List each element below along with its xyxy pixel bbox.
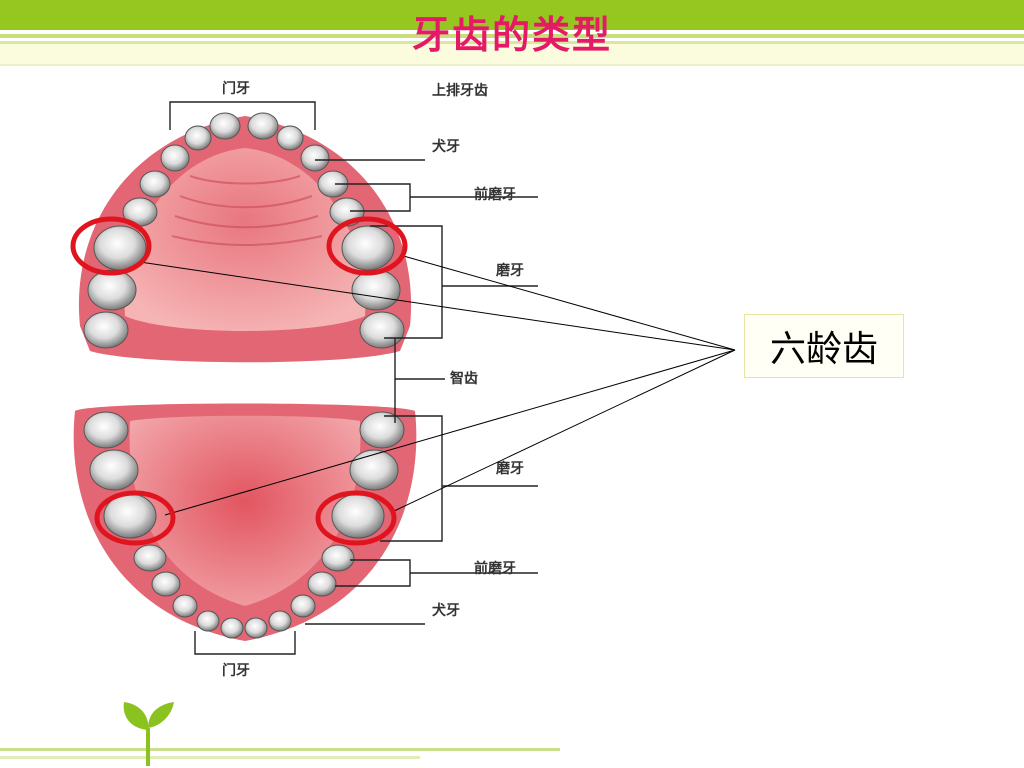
header-bar [0,0,1024,30]
header-stripe [0,30,1024,34]
sprout-icon [123,702,174,766]
label-upper-teeth: 上排牙齿 [432,83,488,99]
label-molar-top: 磨牙 [496,263,524,279]
teeth-illustration [73,101,538,655]
label-premolar-top: 前磨牙 [474,187,516,203]
label-molar-bottom: 磨牙 [496,461,524,477]
footer-line [0,756,420,759]
header-stripe [0,44,1024,64]
callout-six-year-molar: 六龄齿 [744,314,904,378]
label-wisdom: 智齿 [450,371,478,387]
label-premolar-bottom: 前磨牙 [474,561,516,577]
header-stripe [0,41,1024,44]
header-stripe [0,38,1024,41]
header-stripe [0,64,1024,66]
dental-arch-diagram: 门牙 上排牙齿 犬牙 前磨牙 磨牙 智齿 磨牙 前磨牙 犬牙 门牙 [50,76,560,688]
label-incisors-top: 门牙 [222,81,250,97]
footer-line [0,748,560,751]
header-stripe [0,34,1024,38]
label-canine-top: 犬牙 [432,139,460,155]
label-incisors-bottom: 门牙 [222,663,250,679]
label-canine-bottom: 犬牙 [432,603,460,619]
slide-title: 牙齿的类型 [411,13,612,57]
